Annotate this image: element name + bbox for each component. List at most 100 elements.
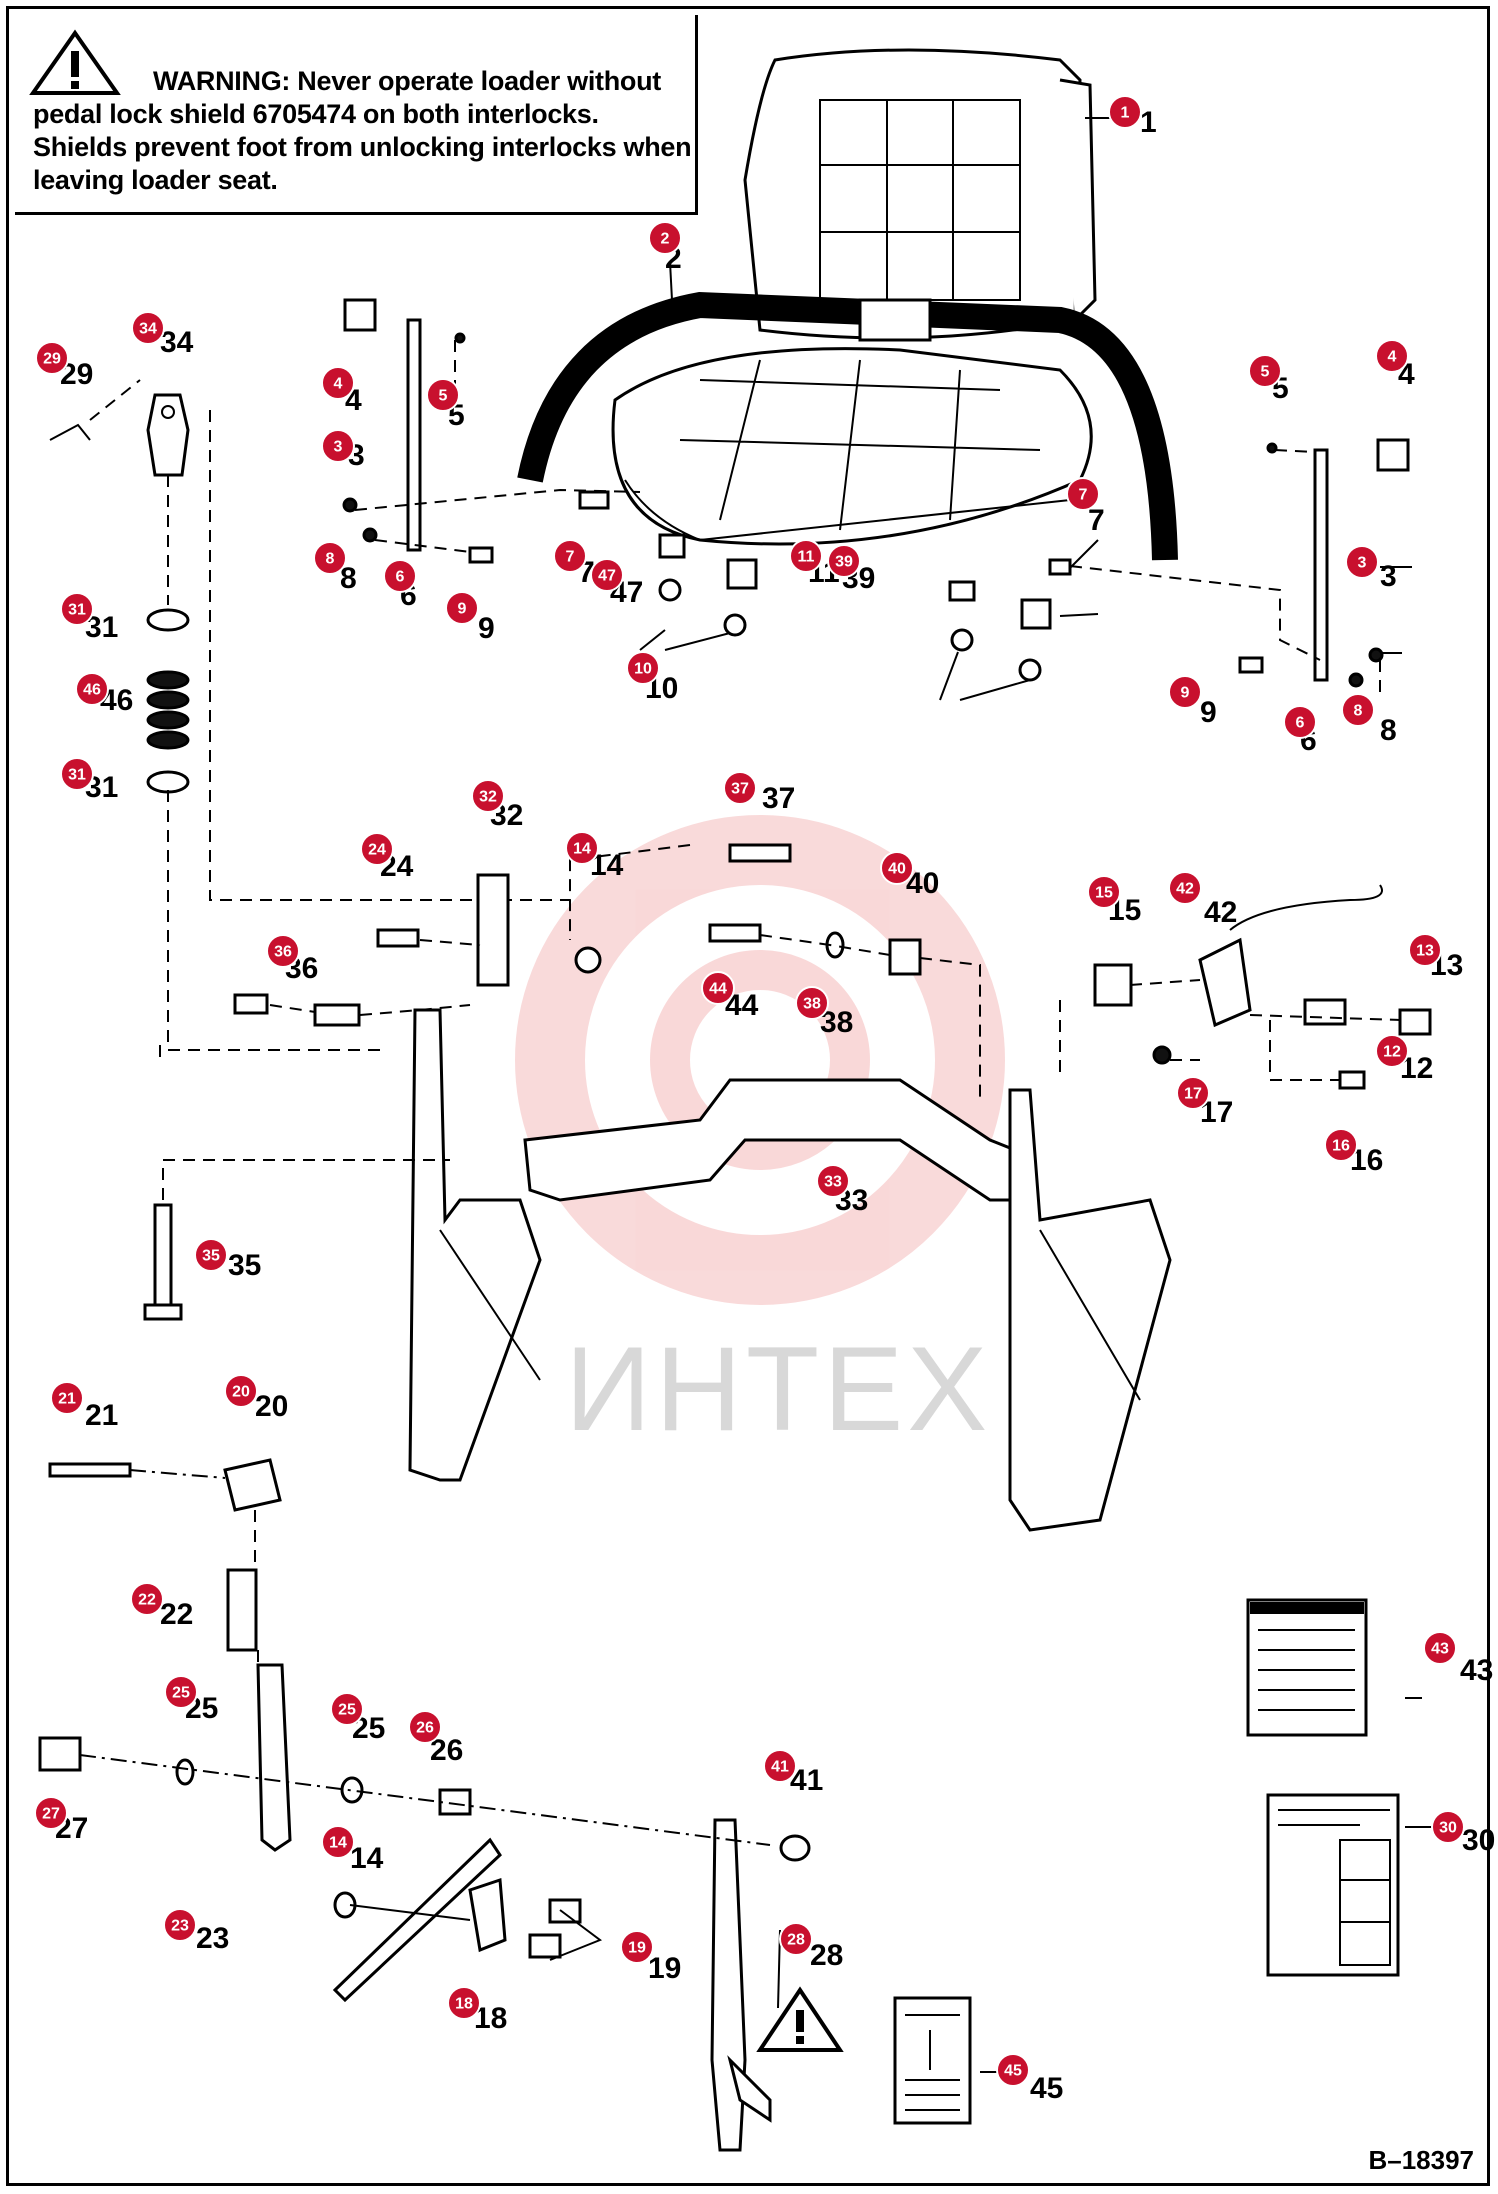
callout-label: 18 [455,1996,473,2013]
callout-label: 6 [1296,715,1305,732]
callout-label: 7 [1079,487,1088,504]
printed-part-number: 8 [340,562,357,595]
callout-1: 1 [1108,95,1142,129]
callout-label: 44 [709,981,727,998]
printed-part-number: 35 [228,1249,261,1282]
callout-label: 29 [43,351,61,368]
printed-part-number: 14 [350,1842,384,1875]
callout-35: 35 [194,1238,228,1272]
printed-part-number: 19 [648,1952,681,1985]
callout-label: 14 [329,1835,347,1852]
callout-39: 39 [827,544,861,578]
callout-label: 38 [803,996,821,1013]
seat-belt [517,291,1178,561]
printed-part-number: 8 [1380,714,1397,747]
printed-part-number: 9 [478,612,495,645]
callout-47: 47 [590,558,624,592]
callout-label: 46 [83,682,101,699]
callout-label: 9 [458,601,467,618]
callout-label: 19 [628,1940,646,1957]
callout-10: 10 [626,651,660,685]
callout-label: 25 [172,1685,190,1702]
callout-6: 6 [1283,705,1317,739]
callout-label: 12 [1383,1044,1401,1061]
callout-label: 3 [334,439,343,456]
callout-20: 20 [224,1374,258,1408]
callout-label: 7 [566,549,575,566]
callout-label: 34 [139,321,157,338]
callout-4: 4 [1375,339,1409,373]
decal-43 [1246,1598,1368,1737]
printed-part-number: 37 [762,782,795,815]
callout-label: 10 [634,661,652,678]
callout-label: 36 [274,944,292,961]
document-id: B–18397 [1368,2145,1474,2175]
printed-part-number: 30 [1462,1824,1495,1857]
printed-part-number: 21 [85,1399,118,1432]
callout-26: 26 [408,1710,442,1744]
callout-label: 37 [731,781,749,798]
warning-body: Never operate loader without pedal lock … [33,66,692,195]
printed-part-number: 43 [1460,1654,1493,1687]
callout-label: 9 [1181,685,1190,702]
callout-24: 24 [360,832,394,866]
callout-label: 13 [1416,943,1434,960]
seat-cushion [611,347,1093,546]
callout-29: 29 [35,341,69,375]
printed-part-number: 1 [1140,106,1157,139]
callout-label: 30 [1439,1820,1457,1837]
callout-14: 14 [321,1825,355,1859]
callout-13: 13 [1408,933,1442,967]
callout-16: 16 [1324,1128,1358,1162]
callout-label: 5 [1261,364,1270,381]
callout-3: 3 [321,429,355,463]
callout-34: 34 [131,311,165,345]
callout-label: 32 [479,789,497,806]
lower-linkage [38,1458,844,2152]
callout-label: 3 [1358,555,1367,572]
printed-part-number: 20 [255,1390,288,1423]
callout-42: 42 [1168,871,1202,905]
watermark: ИНТЕХ [565,1322,992,1456]
callout-label: 27 [42,1806,60,1823]
callout-30: 30 [1431,1810,1465,1844]
callout-41: 41 [763,1749,797,1783]
callout-11: 11 [789,539,823,573]
callout-label: 39 [835,554,853,571]
callout-label: 16 [1332,1138,1350,1155]
warning-triangle-icon [29,29,121,95]
callout-label: 4 [1388,349,1397,366]
callout-label: 1 [1121,105,1130,122]
callout-27: 27 [34,1796,68,1830]
long-bolt [143,1159,450,1321]
warning-box: WARNING: Never operate loader without pe… [15,15,698,215]
callout-label: 35 [202,1248,220,1265]
callout-45: 45 [996,2053,1030,2087]
callout-6: 6 [383,559,417,593]
callout-label: 22 [138,1592,156,1609]
callout-18: 18 [447,1986,481,2020]
callout-label: 20 [232,1384,250,1401]
right-seat-bracket [1048,438,1410,700]
callout-label: 42 [1176,881,1194,898]
callout-31: 31 [60,592,94,626]
printed-part-number: 23 [196,1922,229,1955]
callout-label: 41 [771,1759,789,1776]
callout-17: 17 [1176,1076,1210,1110]
callout-25: 25 [164,1675,198,1709]
callout-5: 5 [426,378,460,412]
callout-label: 45 [1004,2063,1022,2080]
callout-8: 8 [1341,693,1375,727]
pedal-frame [408,1008,1172,1532]
callout-label: 21 [58,1391,76,1408]
callout-7: 7 [1066,477,1100,511]
callout-label: 8 [326,551,335,568]
callout-28: 28 [779,1922,813,1956]
callout-label: 15 [1095,885,1113,902]
callout-7: 7 [553,539,587,573]
callout-32: 32 [471,779,505,813]
callout-label: 31 [68,767,86,784]
callout-9: 9 [445,591,479,625]
warning-label: WARNING: [153,66,291,96]
